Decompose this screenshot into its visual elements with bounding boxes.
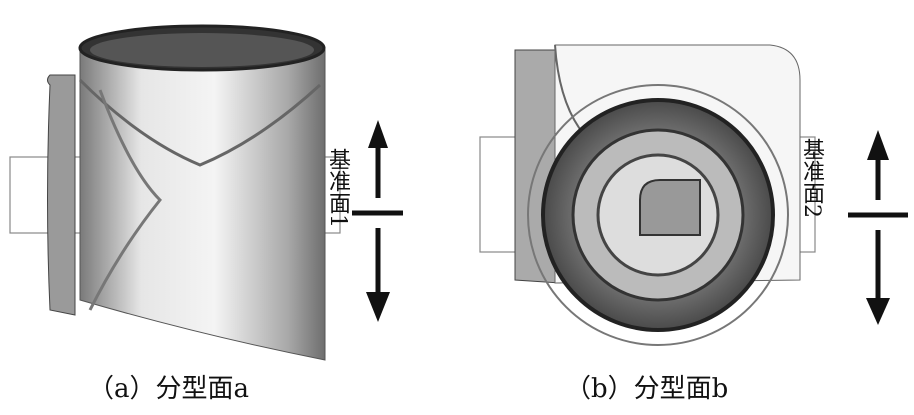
part-a-model — [9, 24, 341, 361]
direction-arrow-b — [848, 130, 908, 325]
plane-label-a: 基准面1 — [325, 148, 350, 228]
direction-arrow-a — [352, 120, 403, 322]
caption-a: （a）分型面a — [88, 374, 250, 404]
part-b-model — [479, 44, 816, 346]
plane-label-b: 基准面2 — [799, 138, 824, 218]
caption-b: （b）分型面b — [565, 374, 729, 404]
